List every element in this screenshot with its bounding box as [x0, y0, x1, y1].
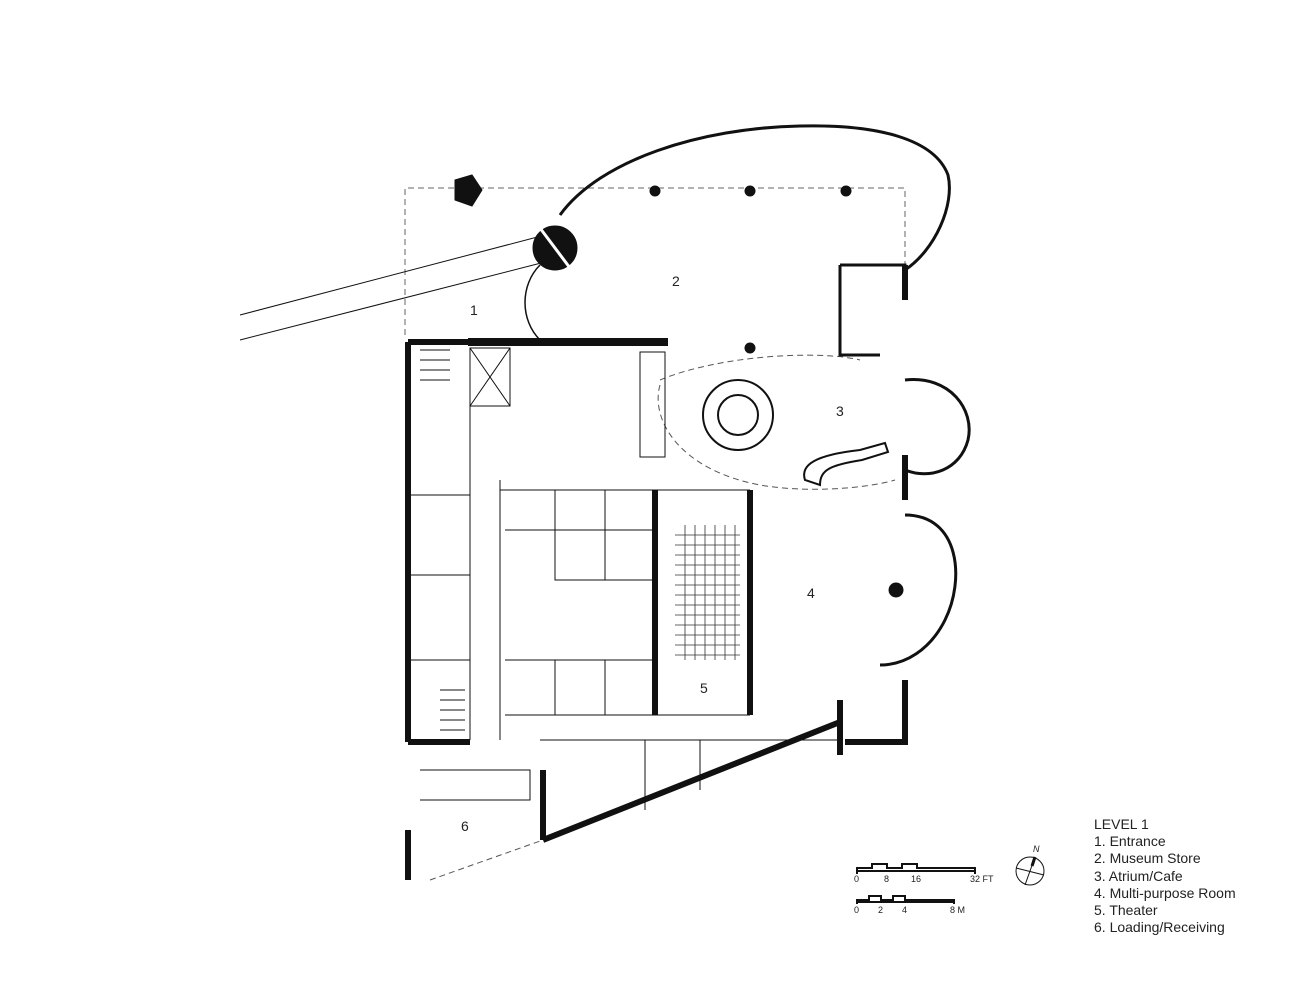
legend-item: 2. Museum Store — [1094, 850, 1201, 867]
room-label-multipurpose: 4 — [807, 585, 815, 601]
legend-item: 1. Entrance — [1094, 833, 1166, 850]
scale-bar-m — [856, 895, 955, 904]
scale-m-tick: 8 M — [950, 905, 966, 915]
room-label-atrium: 3 — [836, 403, 844, 419]
scale-m-tick: 4 — [902, 905, 908, 915]
entrance-boundary — [404, 187, 906, 335]
scale-ft-tick: 0 — [854, 874, 860, 884]
legend-item: 4. Multi-purpose Room — [1094, 884, 1236, 901]
scale-ft-tick: 16 — [911, 874, 922, 884]
legend-item: 5. Theater — [1094, 902, 1158, 919]
legend-title: LEVEL 1 — [1094, 816, 1149, 832]
store-facade — [558, 124, 951, 272]
north-arrow-icon — [1015, 856, 1045, 886]
sculpture — [454, 174, 483, 207]
exterior-walls — [405, 265, 908, 880]
room-label-store: 2 — [672, 273, 680, 289]
room-label-loading: 6 — [461, 818, 469, 834]
legend-item: 6. Loading/Receiving — [1094, 919, 1225, 936]
legend: LEVEL 1 1. Entrance 2. Museum Store 3. A… — [1094, 816, 1236, 936]
north-label: N — [1033, 844, 1040, 854]
scale-m-tick: 2 — [878, 905, 884, 915]
scale-bar-ft — [856, 863, 976, 874]
scale-ft-tick: 8 — [884, 874, 890, 884]
scale-m-tick: 0 — [854, 905, 860, 915]
theater-seating — [675, 525, 740, 660]
room-label-theater: 5 — [700, 680, 708, 696]
scale-ft-tick: 32 FT — [970, 874, 994, 884]
room-label-entrance: 1 — [470, 302, 478, 318]
legend-item: 3. Atrium/Cafe — [1094, 867, 1183, 884]
atrium-boundary — [657, 354, 896, 490]
walkway — [239, 234, 546, 341]
